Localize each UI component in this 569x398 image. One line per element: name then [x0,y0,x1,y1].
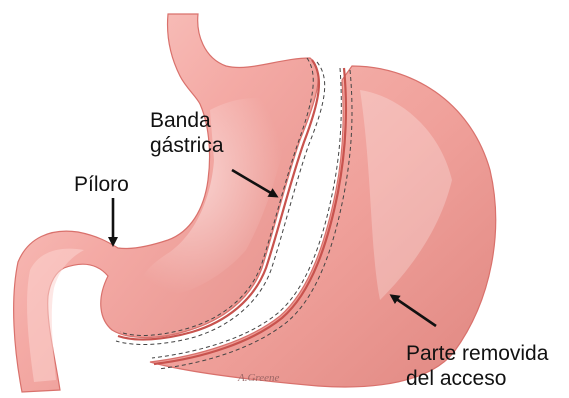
parte-label-line2: del acceso [406,366,548,391]
banda-label-line1: Banda [150,108,224,133]
parte-label-line1: Parte removida [406,341,548,366]
parte-removida-label: Parte removida del acceso [406,341,548,391]
banda-gastrica-label: Banda gástrica [150,108,224,158]
banda-label-line2: gástrica [150,133,224,158]
piloro-label: Píloro [74,172,129,197]
piloro-label-text: Píloro [74,172,129,197]
artist-signature: A.Greene [237,372,280,384]
